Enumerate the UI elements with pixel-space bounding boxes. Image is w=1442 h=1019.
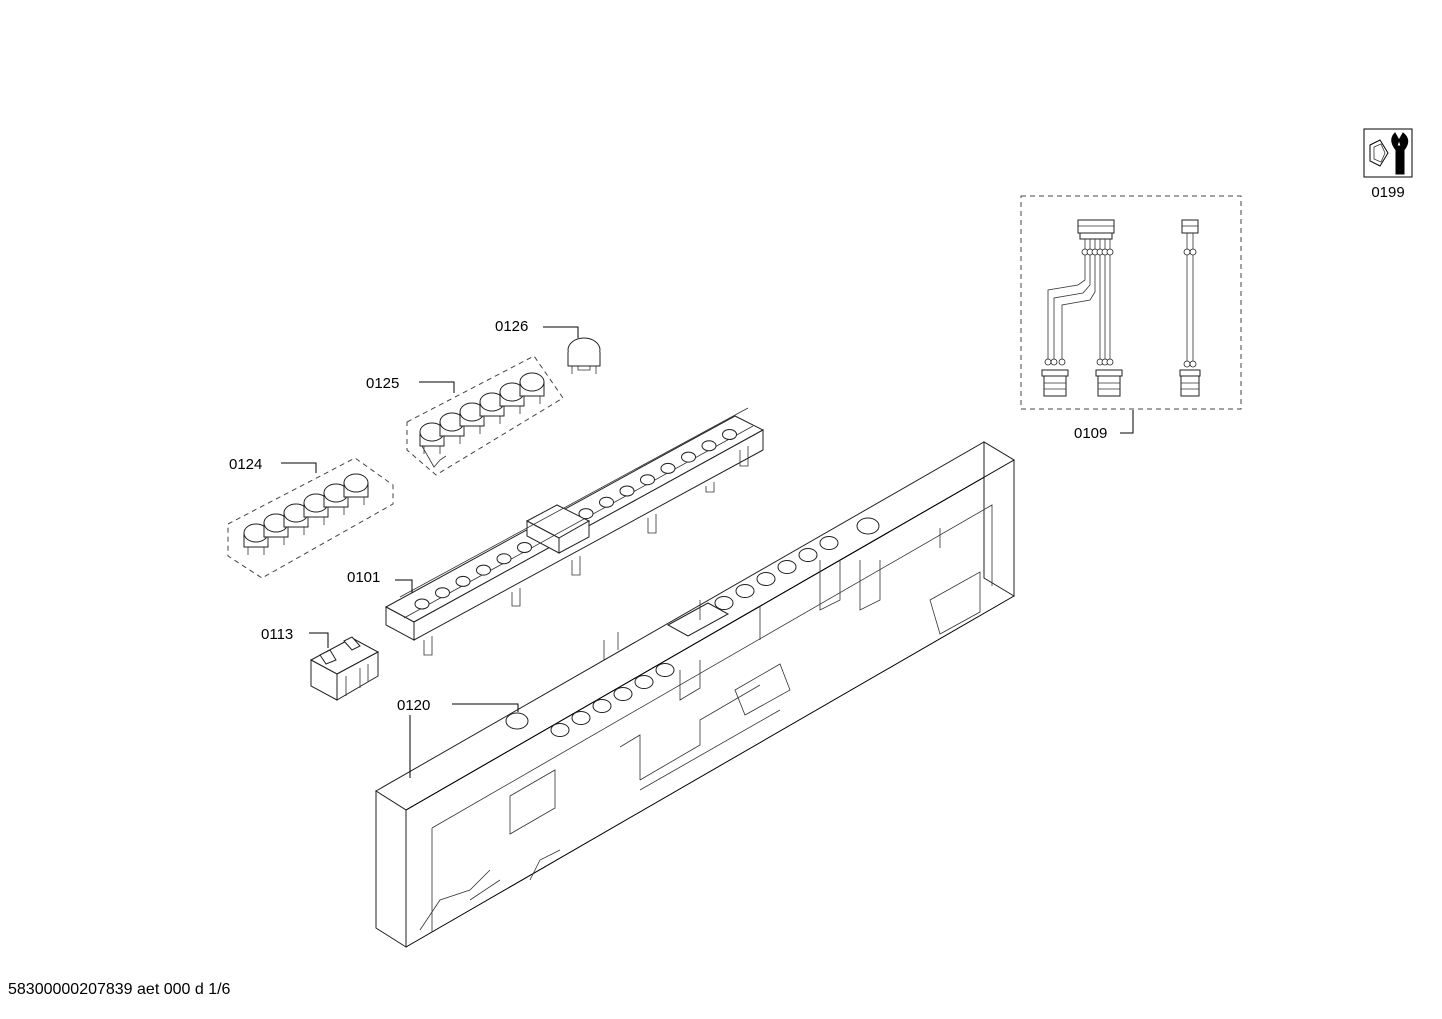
- single-push-button: [567, 337, 601, 374]
- part-label-0101: 0101: [347, 569, 380, 586]
- part-label-0109: 0109: [1074, 425, 1107, 442]
- part-label-0124: 0124: [229, 456, 262, 473]
- service-tool-icon: [1363, 128, 1413, 178]
- part-label-0120: 0120: [397, 697, 430, 714]
- part-label-0199: 0199: [1371, 184, 1404, 201]
- connector-clip: [309, 636, 380, 701]
- push-button-set-left: [227, 457, 394, 579]
- control-panel-frame: [375, 441, 1015, 948]
- part-label-0113: 0113: [261, 626, 293, 643]
- part-label-0126: 0126: [495, 318, 528, 335]
- push-button-set-right: [406, 355, 564, 476]
- part-label-0125: 0125: [366, 375, 399, 392]
- drawing-footer: 58300000207839 aet 000 d 1/6: [8, 981, 231, 998]
- control-module-holder: [384, 407, 765, 656]
- cable-harness-set: [1020, 195, 1242, 410]
